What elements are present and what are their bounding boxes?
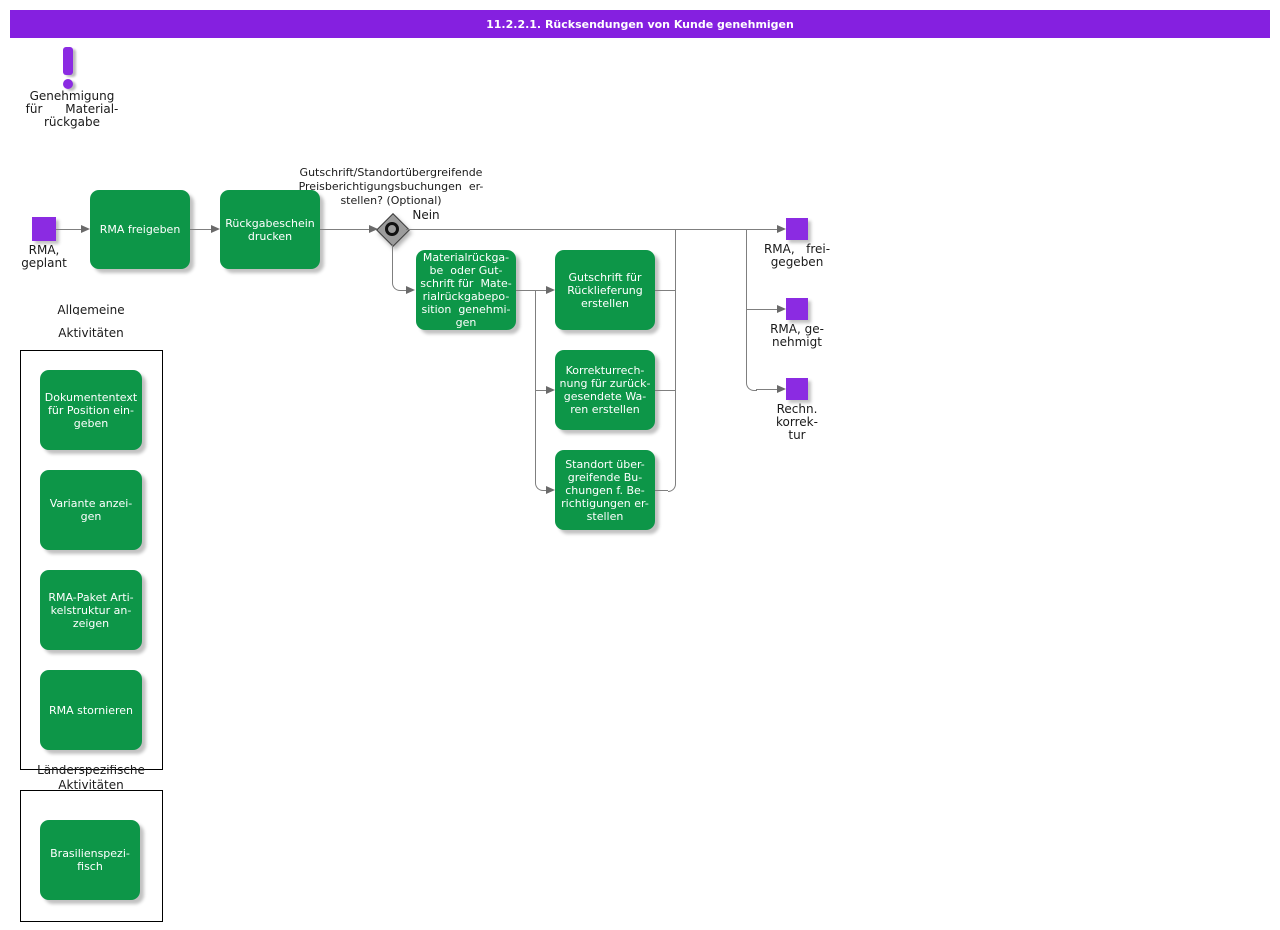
exclamation-icon-bar (63, 47, 73, 75)
gateway-circle-icon (385, 222, 399, 236)
arrowhead (81, 225, 90, 233)
arrowhead (777, 385, 786, 393)
end-event-invoice-correction-square[interactable] (786, 378, 808, 400)
gateway-question-label: Gutschrift/Standortübergreifende Preisbe… (298, 166, 484, 207)
country-activities-heading-line1: Länderspezifische (37, 765, 145, 776)
start-event-label: RMA, geplant (21, 243, 67, 270)
country-activities-heading-line2: Aktivitäten (58, 778, 124, 790)
connector-line (655, 390, 675, 391)
connector-line (320, 229, 369, 230)
end-event-rma-released-square[interactable] (786, 218, 808, 240)
task-create-cross-site-postings[interactable]: Standort über- greifende Bu- chungen f. … (555, 450, 655, 530)
arrowhead (369, 225, 378, 233)
general-activities-heading-line2: Aktivitäten (58, 326, 124, 340)
task-show-rma-package-structure[interactable]: RMA-Paket Arti- kelstruktur an- zeigen (40, 570, 142, 650)
task-cancel-rma[interactable]: RMA stornieren (40, 670, 142, 750)
connector-line (746, 230, 747, 382)
arrowhead (211, 225, 220, 233)
task-create-credit-memo[interactable]: Gutschrift für Rücklieferung erstellen (555, 250, 655, 330)
connector-line (406, 229, 777, 230)
general-activities-container (20, 350, 163, 770)
annotation-label: Genehmigung für Material- rückgabe (25, 89, 119, 129)
arrowhead (546, 286, 555, 294)
task-release-rma[interactable]: RMA freigeben (90, 190, 190, 269)
connector-line (535, 290, 536, 481)
process-title-bar: 11.2.2.1. Rücksendungen von Kunde genehm… (10, 10, 1270, 38)
connector-line (516, 290, 546, 291)
task-show-variant[interactable]: Variante anzei- gen (40, 470, 142, 550)
connector-line (746, 309, 777, 310)
connector-line (190, 229, 211, 230)
general-activities-heading-line1: Allgemeine (57, 303, 125, 315)
task-approve-material-return[interactable]: Materialrückga- be oder Gut- schrift für… (416, 250, 516, 330)
task-print-return-slip[interactable]: Rückgabeschein drucken (220, 190, 320, 269)
connector-line (655, 490, 668, 491)
task-enter-document-text[interactable]: Dokumententext für Position ein- geben (40, 370, 142, 450)
arrowhead (546, 386, 555, 394)
task-brazil-specific[interactable]: Brasilienspezi- fisch (40, 820, 140, 900)
connector-line (655, 290, 675, 291)
connector-corner (535, 481, 547, 491)
exclamation-icon-dot (63, 79, 73, 89)
arrowhead (777, 305, 786, 313)
process-title: 11.2.2.1. Rücksendungen von Kunde genehm… (486, 17, 794, 31)
gateway-no-label: Nein (412, 208, 440, 222)
start-event-square[interactable] (32, 217, 56, 241)
connector-line (675, 230, 676, 483)
task-create-correction-invoice[interactable]: Korrekturrech- nung für zurück- gesendet… (555, 350, 655, 430)
connector-corner (746, 381, 757, 391)
arrowhead (406, 286, 415, 294)
connector-line (536, 390, 546, 391)
arrowhead (546, 486, 555, 494)
gateway-inclusive[interactable] (376, 213, 410, 247)
connector-line (756, 389, 777, 390)
end-event-rma-approved-square[interactable] (786, 298, 808, 320)
connector-corner (668, 483, 676, 492)
end-event-rma-released-label: RMA, frei- gegeben (763, 242, 831, 269)
end-event-rma-approved-label: RMA, ge- nehmigt (770, 322, 824, 349)
country-activities-container (20, 790, 163, 922)
connector-corner (392, 244, 407, 291)
arrowhead (777, 225, 786, 233)
connector-line (56, 229, 81, 230)
end-event-invoice-correction-label: Rechn. korrek- tur (776, 402, 818, 442)
